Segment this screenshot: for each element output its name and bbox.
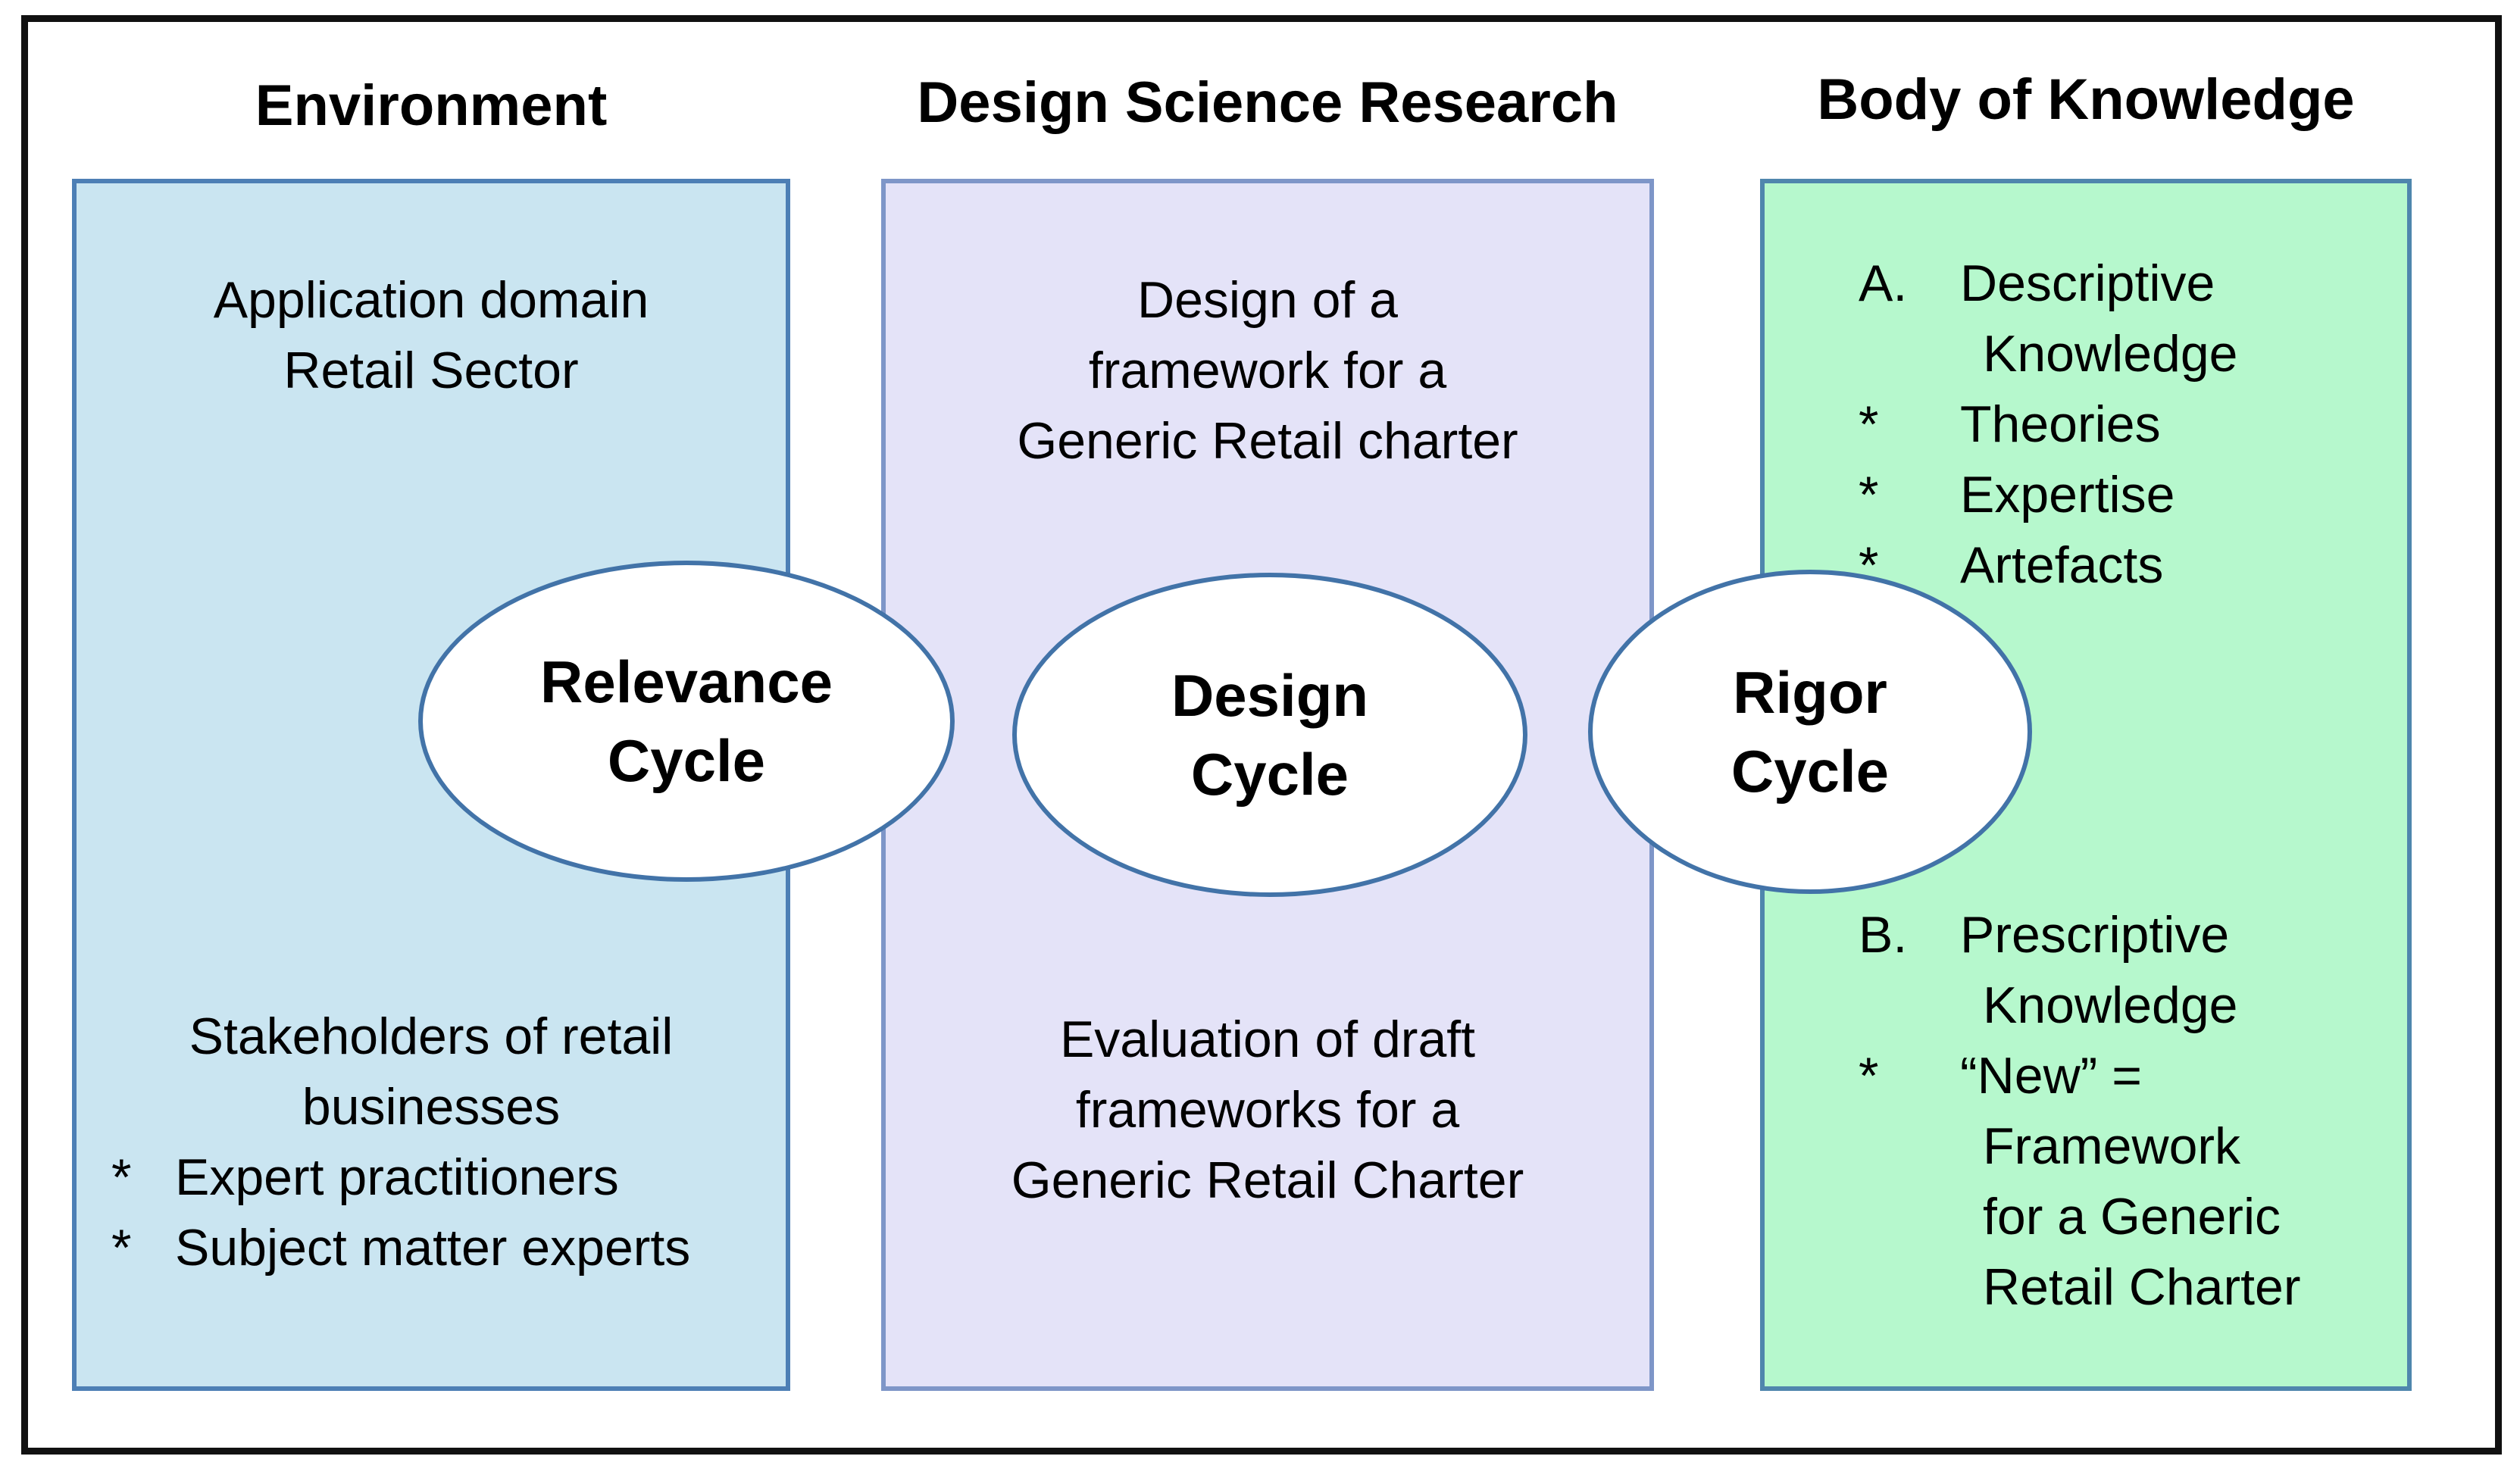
ellipse-label-line: Rigor: [1733, 659, 1887, 726]
list-text: Prescriptive: [1960, 906, 2230, 964]
bullet-marker: *: [1859, 395, 1879, 453]
bullet-text: Theories: [1960, 395, 2161, 453]
list-text: Framework: [1983, 1117, 2241, 1175]
bullet-marker: *: [1859, 466, 1879, 523]
bullet-item: * Subject matter experts: [77, 1213, 786, 1283]
application-domain-text: Application domain Retail Sector: [77, 265, 786, 406]
diagram-frame: [21, 15, 2502, 1455]
ellipse-label-line: Design: [1171, 662, 1369, 729]
ellipse-label-line: Cycle: [1190, 741, 1349, 808]
bullet-marker: *: [111, 1219, 132, 1276]
list-marker: [1859, 319, 1960, 389]
bullet-item: * Artefacts: [1765, 530, 2407, 601]
stakeholders-text: Stakeholders of retail businesses * Expe…: [77, 1001, 786, 1283]
ellipse-label-line: Relevance: [540, 648, 833, 715]
list-marker: A.: [1859, 255, 1908, 312]
text-line: businesses: [302, 1078, 561, 1136]
text-line: Retail Sector: [283, 342, 579, 399]
list-text: Knowledge: [1983, 976, 2238, 1034]
text-line: Evaluation of draft: [1059, 1011, 1476, 1068]
ellipse-label-line: Cycle: [607, 727, 766, 794]
list-item: for a Generic: [1765, 1182, 2407, 1252]
rigor-cycle-ellipse: Rigor Cycle: [1588, 570, 2032, 894]
prescriptive-knowledge-section: B. Prescriptive Knowledge * “New” = Fram…: [1765, 900, 2407, 1323]
list-text: Retail Charter: [1983, 1258, 2301, 1316]
evaluation-text: Evaluation of draft frameworks for a Gen…: [886, 1005, 1649, 1216]
list-marker: [1859, 1252, 1960, 1323]
column-header-environment: Environment: [255, 73, 608, 138]
list-text: Descriptive: [1960, 255, 2215, 312]
list-marker: B.: [1859, 906, 1908, 964]
list-item: Retail Charter: [1765, 1252, 2407, 1323]
list-item: A. Descriptive: [1765, 248, 2407, 319]
list-text: Knowledge: [1983, 325, 2238, 383]
text-line: Generic Retail charter: [1017, 412, 1518, 470]
list-item: B. Prescriptive: [1765, 900, 2407, 970]
list-marker: [1859, 1182, 1960, 1252]
bullet-item: * “New” =: [1765, 1041, 2407, 1111]
bullet-item: * Expert practitioners: [77, 1142, 786, 1213]
bullet-item: * Expertise: [1765, 460, 2407, 530]
column-header-body-of-knowledge: Body of Knowledge: [1817, 67, 2355, 132]
list-marker: [1859, 970, 1960, 1041]
text-line: Stakeholders of retail: [189, 1008, 674, 1065]
list-text: for a Generic: [1983, 1188, 2281, 1245]
design-of-framework-text: Design of a framework for a Generic Reta…: [886, 265, 1649, 477]
bullet-text: Artefacts: [1960, 536, 2164, 594]
list-item: Framework: [1765, 1111, 2407, 1182]
text-line: Design of a: [1137, 271, 1398, 329]
list-item: Knowledge: [1765, 319, 2407, 389]
relevance-cycle-ellipse: Relevance Cycle: [418, 561, 955, 882]
text-line: Application domain: [213, 271, 649, 329]
bullet-item: * Theories: [1765, 389, 2407, 460]
body-of-knowledge-box: A. Descriptive Knowledge * Theories * Ex…: [1760, 179, 2412, 1391]
text-line: framework for a: [1088, 342, 1447, 399]
bullet-marker: *: [1859, 1047, 1879, 1105]
column-header-design-science-research: Design Science Research: [917, 70, 1618, 135]
text-line: Generic Retail Charter: [1011, 1151, 1524, 1209]
list-item: Knowledge: [1765, 970, 2407, 1041]
bullet-text: Expertise: [1960, 466, 2175, 523]
bullet-text: Expert practitioners: [175, 1148, 619, 1206]
list-marker: [1859, 1111, 1960, 1182]
bullet-marker: *: [111, 1148, 132, 1206]
text-line: frameworks for a: [1075, 1081, 1460, 1139]
bullet-text: Subject matter experts: [175, 1219, 691, 1276]
design-cycle-ellipse: Design Cycle: [1012, 573, 1527, 897]
bullet-text: “New” =: [1960, 1047, 2142, 1105]
descriptive-knowledge-section: A. Descriptive Knowledge * Theories * Ex…: [1765, 248, 2407, 601]
ellipse-label-line: Cycle: [1731, 738, 1890, 805]
